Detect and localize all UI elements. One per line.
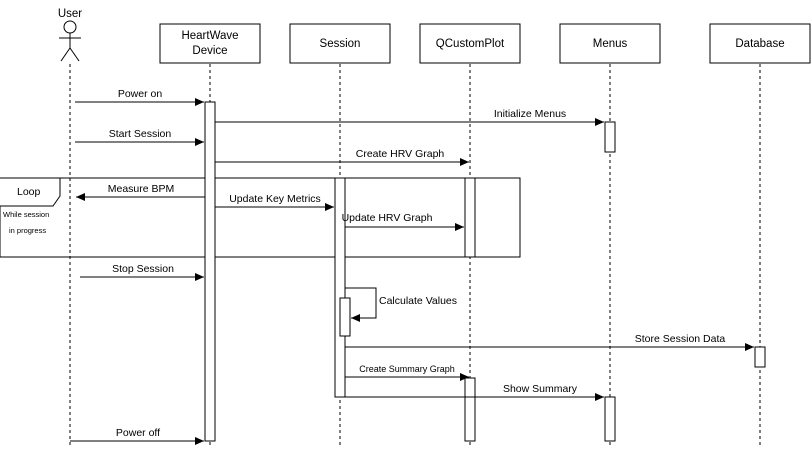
update-hrv-graph-label: Update HRV Graph xyxy=(342,212,433,224)
menus-box xyxy=(559,23,661,64)
plot-box xyxy=(419,23,521,64)
stop-session-label: Stop Session xyxy=(112,263,174,275)
device-label-line1: HeartWave xyxy=(181,30,238,42)
plot-activation-2 xyxy=(464,377,476,442)
user-label: User xyxy=(58,8,82,20)
lifelines xyxy=(69,64,761,445)
database-activation xyxy=(754,346,766,368)
loop-fragment xyxy=(0,177,521,258)
show-summary-label: Show Summary xyxy=(503,383,578,395)
initialize-menus-label: Initialize Menus xyxy=(494,108,566,120)
loop-guard-line2: in progress xyxy=(9,226,46,235)
database-label: Database xyxy=(735,38,784,50)
session-label: Session xyxy=(320,38,361,50)
database-box xyxy=(709,23,811,64)
session-box xyxy=(289,23,391,64)
device-label-line2: Device xyxy=(192,45,227,57)
plot-activation-1 xyxy=(464,177,476,258)
menus-label: Menus xyxy=(593,38,628,50)
power-off-label: Power off xyxy=(116,427,160,439)
menus-activation-1 xyxy=(604,121,616,153)
session-self-activation xyxy=(339,297,351,337)
loop-guard-line1: While session xyxy=(3,210,49,219)
user-actor xyxy=(59,20,81,62)
loop-operator-tab xyxy=(0,177,61,207)
actor-head-icon xyxy=(63,20,77,34)
device-activation xyxy=(204,101,216,442)
update-key-metrics-label: Update Key Metrics xyxy=(229,193,321,205)
power-on-label: Power on xyxy=(118,88,163,100)
loop-operator-label: Loop xyxy=(17,186,41,198)
calculate-values-label: Calculate Values xyxy=(379,295,457,307)
plot-label: QCustomPlot xyxy=(436,38,505,50)
store-session-data-label: Store Session Data xyxy=(635,333,726,345)
menus-activation-2 xyxy=(604,396,616,442)
device-box xyxy=(159,23,261,64)
session-activation xyxy=(334,177,346,398)
calculate-values-arrow xyxy=(345,287,377,322)
measure-bpm-label: Measure BPM xyxy=(108,183,175,195)
create-hrv-graph-label: Create HRV Graph xyxy=(356,148,445,160)
create-summary-graph-label: Create Summary Graph xyxy=(359,364,455,374)
start-session-label: Start Session xyxy=(109,128,172,140)
